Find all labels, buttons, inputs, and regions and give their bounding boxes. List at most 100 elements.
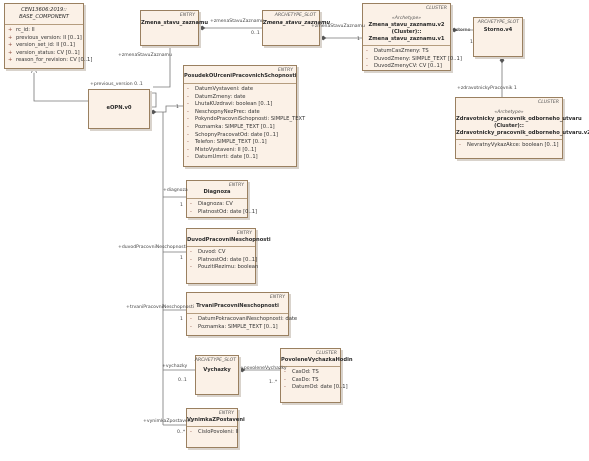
attribute: +reason_for_revision: CV [0..1]: [8, 57, 93, 64]
class-duvod[interactable]: ENTRY DuvodPracovniNeschopnosti -Duvod: …: [186, 228, 271, 284]
stereotype: ENTRY: [228, 183, 244, 188]
class-name: Zmena_stavu_zaznamu.v2 (Cluster)::: [368, 22, 445, 35]
class-name: PosudekOUrceniPracovnichSchopnosti: [184, 73, 297, 79]
label-duvod: +duvodPracovniNeschopnosti: [118, 245, 187, 250]
attribute: -PouzitiRezimu: boolean: [190, 264, 259, 271]
attributes: -CisloPovoleni: II: [187, 426, 239, 438]
attributes: -DatumPokracovaniNeschopnosti: date -Poz…: [187, 313, 297, 332]
label-mult-1-trvani: 1: [180, 317, 183, 322]
stereotype: CLUSTER: [426, 6, 447, 11]
class-name: eOPN.v0: [106, 105, 132, 111]
label-previous-version: +previous_version 0..1: [90, 82, 143, 87]
attribute: -LhutaKUzdravi: boolean [0..1]: [187, 101, 273, 108]
class-name: Zmena_stavu_zaznamu: [141, 20, 209, 26]
attribute: -DatumCasZmeny: TS: [366, 48, 429, 54]
attribute: -DatumUmrti: date [0..1]: [187, 154, 258, 161]
class-diagnoza[interactable]: ENTRY Diagnoza -Diagnoza: CV -PlatnostOd…: [186, 180, 258, 218]
class-name-2: Zmena_stavu_zaznamu.v1: [368, 36, 445, 42]
stereotype: ENTRY: [269, 295, 285, 300]
stereotype: ENTRY: [236, 231, 252, 236]
class-name: Diagnoza: [203, 189, 231, 195]
class-name: Zmena_stavu_zaznamu: [263, 20, 331, 26]
attributes: +rc_id: II +previous_version: II [0..1] …: [5, 24, 93, 66]
attribute: -DatumOd: date [0..1]: [284, 384, 348, 391]
class-base-component[interactable]: CEN13606:2019:: BASE_COMPONENT +rc_id: I…: [4, 3, 93, 69]
label-zdravotnicky: +zdravotnickyPracovnik 1: [457, 86, 517, 91]
class-stereotype: «Archetype»: [494, 110, 524, 115]
label-mult-1-duvod: 1: [180, 256, 183, 261]
attributes: -Diagnoza: CV -PlatnostOd: date [0..1]: [187, 198, 258, 217]
attribute: -Duvod: CV: [190, 249, 226, 255]
label-zmena-left: +zmenaStavuZaznamu: [118, 53, 172, 58]
class-name: Storno.v4: [483, 27, 513, 33]
class-eopn[interactable]: eOPN.v0: [88, 89, 150, 129]
class-cluster-zdravotnicky[interactable]: CLUSTER «Archetype» Zdravotnicky_pracovn…: [455, 97, 589, 159]
class-zmena-slot[interactable]: ARCHETYPE_SLOT Zmena_stavu_zaznamu: [262, 10, 331, 46]
class-zmena-stavu-zaznamu[interactable]: ENTRY Zmena_stavu_zaznamu: [140, 10, 209, 46]
class-storno-slot[interactable]: ARCHETYPE_SLOT Storno.v4: [473, 17, 523, 57]
stereotype: ARCHETYPE_SLOT: [274, 13, 316, 18]
stereotype: CLUSTER: [316, 351, 337, 356]
attribute: -DatumZmeny: date: [187, 93, 246, 100]
stereotype: CLUSTER: [538, 100, 559, 105]
label-mult-1-diag: 1: [180, 203, 183, 208]
attribute: -SchopnyPracovatOd: date [0..1]: [187, 131, 278, 138]
class-name: VynimkaZPostaveni: [187, 417, 245, 423]
class-name: Vychazky: [203, 367, 231, 373]
attribute: -PlatnostOd: date [0..1]: [190, 208, 258, 215]
attribute: -Diagnoza: CV: [190, 201, 233, 207]
attribute: -PokyndoPracovniSchopnosti: SIMPLE_TEXT: [187, 116, 306, 123]
class-name: PovoleneVychazkaHodin: [281, 357, 353, 363]
class-name: TrvaniPracovniNeschopnosti: [196, 303, 279, 309]
attribute: -Poznamka: SIMPLE_TEXT [0..1]: [187, 123, 275, 130]
stereotype: ENTRY: [277, 68, 293, 73]
attributes: -DatumCasZmeny: TS -DuvodZmeny: SIMPLE_T…: [363, 45, 462, 72]
label-vychazky: +vychazky: [162, 364, 188, 369]
attribute: -PlatnostOd: date [0..1]: [190, 256, 258, 263]
class-cluster-zmena[interactable]: CLUSTER «Archetype» Zmena_stavu_zaznamu.…: [362, 3, 462, 72]
label-vynimka: +vynimkaZpostaveni: [143, 419, 192, 424]
class-povolene[interactable]: CLUSTER PovoleneVychazkaHodin -CasOd: TS…: [280, 348, 353, 403]
edge-self-previous: [150, 92, 157, 108]
label-diagnoza: +diagnoza: [163, 188, 188, 193]
class-title: CEN13606:2019::: [21, 7, 67, 13]
class-vynimka[interactable]: ENTRY VynimkaZPostaveni -CisloPovoleni: …: [186, 408, 245, 448]
label-mult-1-b: 1: [470, 40, 473, 45]
class-name-2: (Cluster)::: [494, 123, 524, 129]
attributes: -Duvod: CV -PlatnostOd: date [0..1] -Pou…: [187, 246, 259, 273]
label-mult-1n: 1..*: [269, 380, 278, 385]
attribute: -NevratnyVykazAkce: boolean [0..1]: [459, 142, 559, 148]
label-mult-01-a: 0..1: [251, 31, 260, 36]
attributes: -NevratnyVykazAkce: boolean [0..1]: [456, 139, 562, 151]
class-name: Zdravotnicky_pracovnik_odborneho_utvaru: [456, 116, 582, 122]
attributes: -CasOd: TS -CasDo: TS -DatumOd: date [0.…: [281, 366, 348, 393]
class-posudek[interactable]: ENTRY PosudekOUrceniPracovnichSchopnosti…: [183, 65, 306, 167]
class-name-3: Zdravotnicky_pracovnik_odborneho_utvaru.…: [456, 130, 589, 136]
attribute: -CasOd: TS: [284, 369, 319, 375]
attribute: -CasDo: TS: [284, 376, 319, 383]
class-name: DuvodPracovniNeschopnosti: [187, 237, 271, 243]
edge-eopn-posudek: [150, 105, 183, 115]
label-zaznam-2: +zmenaStavuZaznamu: [311, 24, 365, 29]
label-storno: +storno: [452, 28, 471, 33]
attribute: -NeschopnyNezPrec: date: [187, 108, 260, 115]
stereotype: ARCHETYPE_SLOT: [477, 20, 519, 25]
label-mult-01-vych: 0..1: [178, 378, 187, 383]
class-subtitle: BASE_COMPONENT: [19, 14, 69, 20]
attribute: +rc_id: II: [8, 27, 35, 33]
attribute: -DatumVystaveni: date: [187, 86, 254, 92]
attribute: -DuvodZmenyCV: CV [0..1]: [366, 63, 442, 70]
attribute: -DuvodZmeny: SIMPLE_TEXT [0..1]: [366, 55, 462, 62]
attribute: +version_set_id: II [0..1]: [8, 42, 75, 49]
class-vychazky-slot[interactable]: ARCHETYPE_SLOT Vychazky: [195, 355, 239, 395]
attributes: -DatumVystaveni: date -DatumZmeny: date …: [184, 83, 306, 163]
stereotype: ENTRY: [218, 411, 234, 416]
attribute: +previous_version: II [0..1]: [8, 34, 82, 41]
attribute: -Telefon: SIMPLE_TEXT [0..1]: [187, 139, 267, 146]
label-zaznam-1: +zmenaStavuZaznamu: [210, 19, 264, 24]
attribute: -MistoVystaveni: II [0..1]: [187, 146, 257, 153]
stereotype: ENTRY: [179, 13, 195, 18]
label-trvani: +trvaniPracovniNeschopnosti: [126, 305, 194, 310]
class-trvani[interactable]: ENTRY TrvaniPracovniNeschopnosti -DatumP…: [186, 292, 297, 336]
